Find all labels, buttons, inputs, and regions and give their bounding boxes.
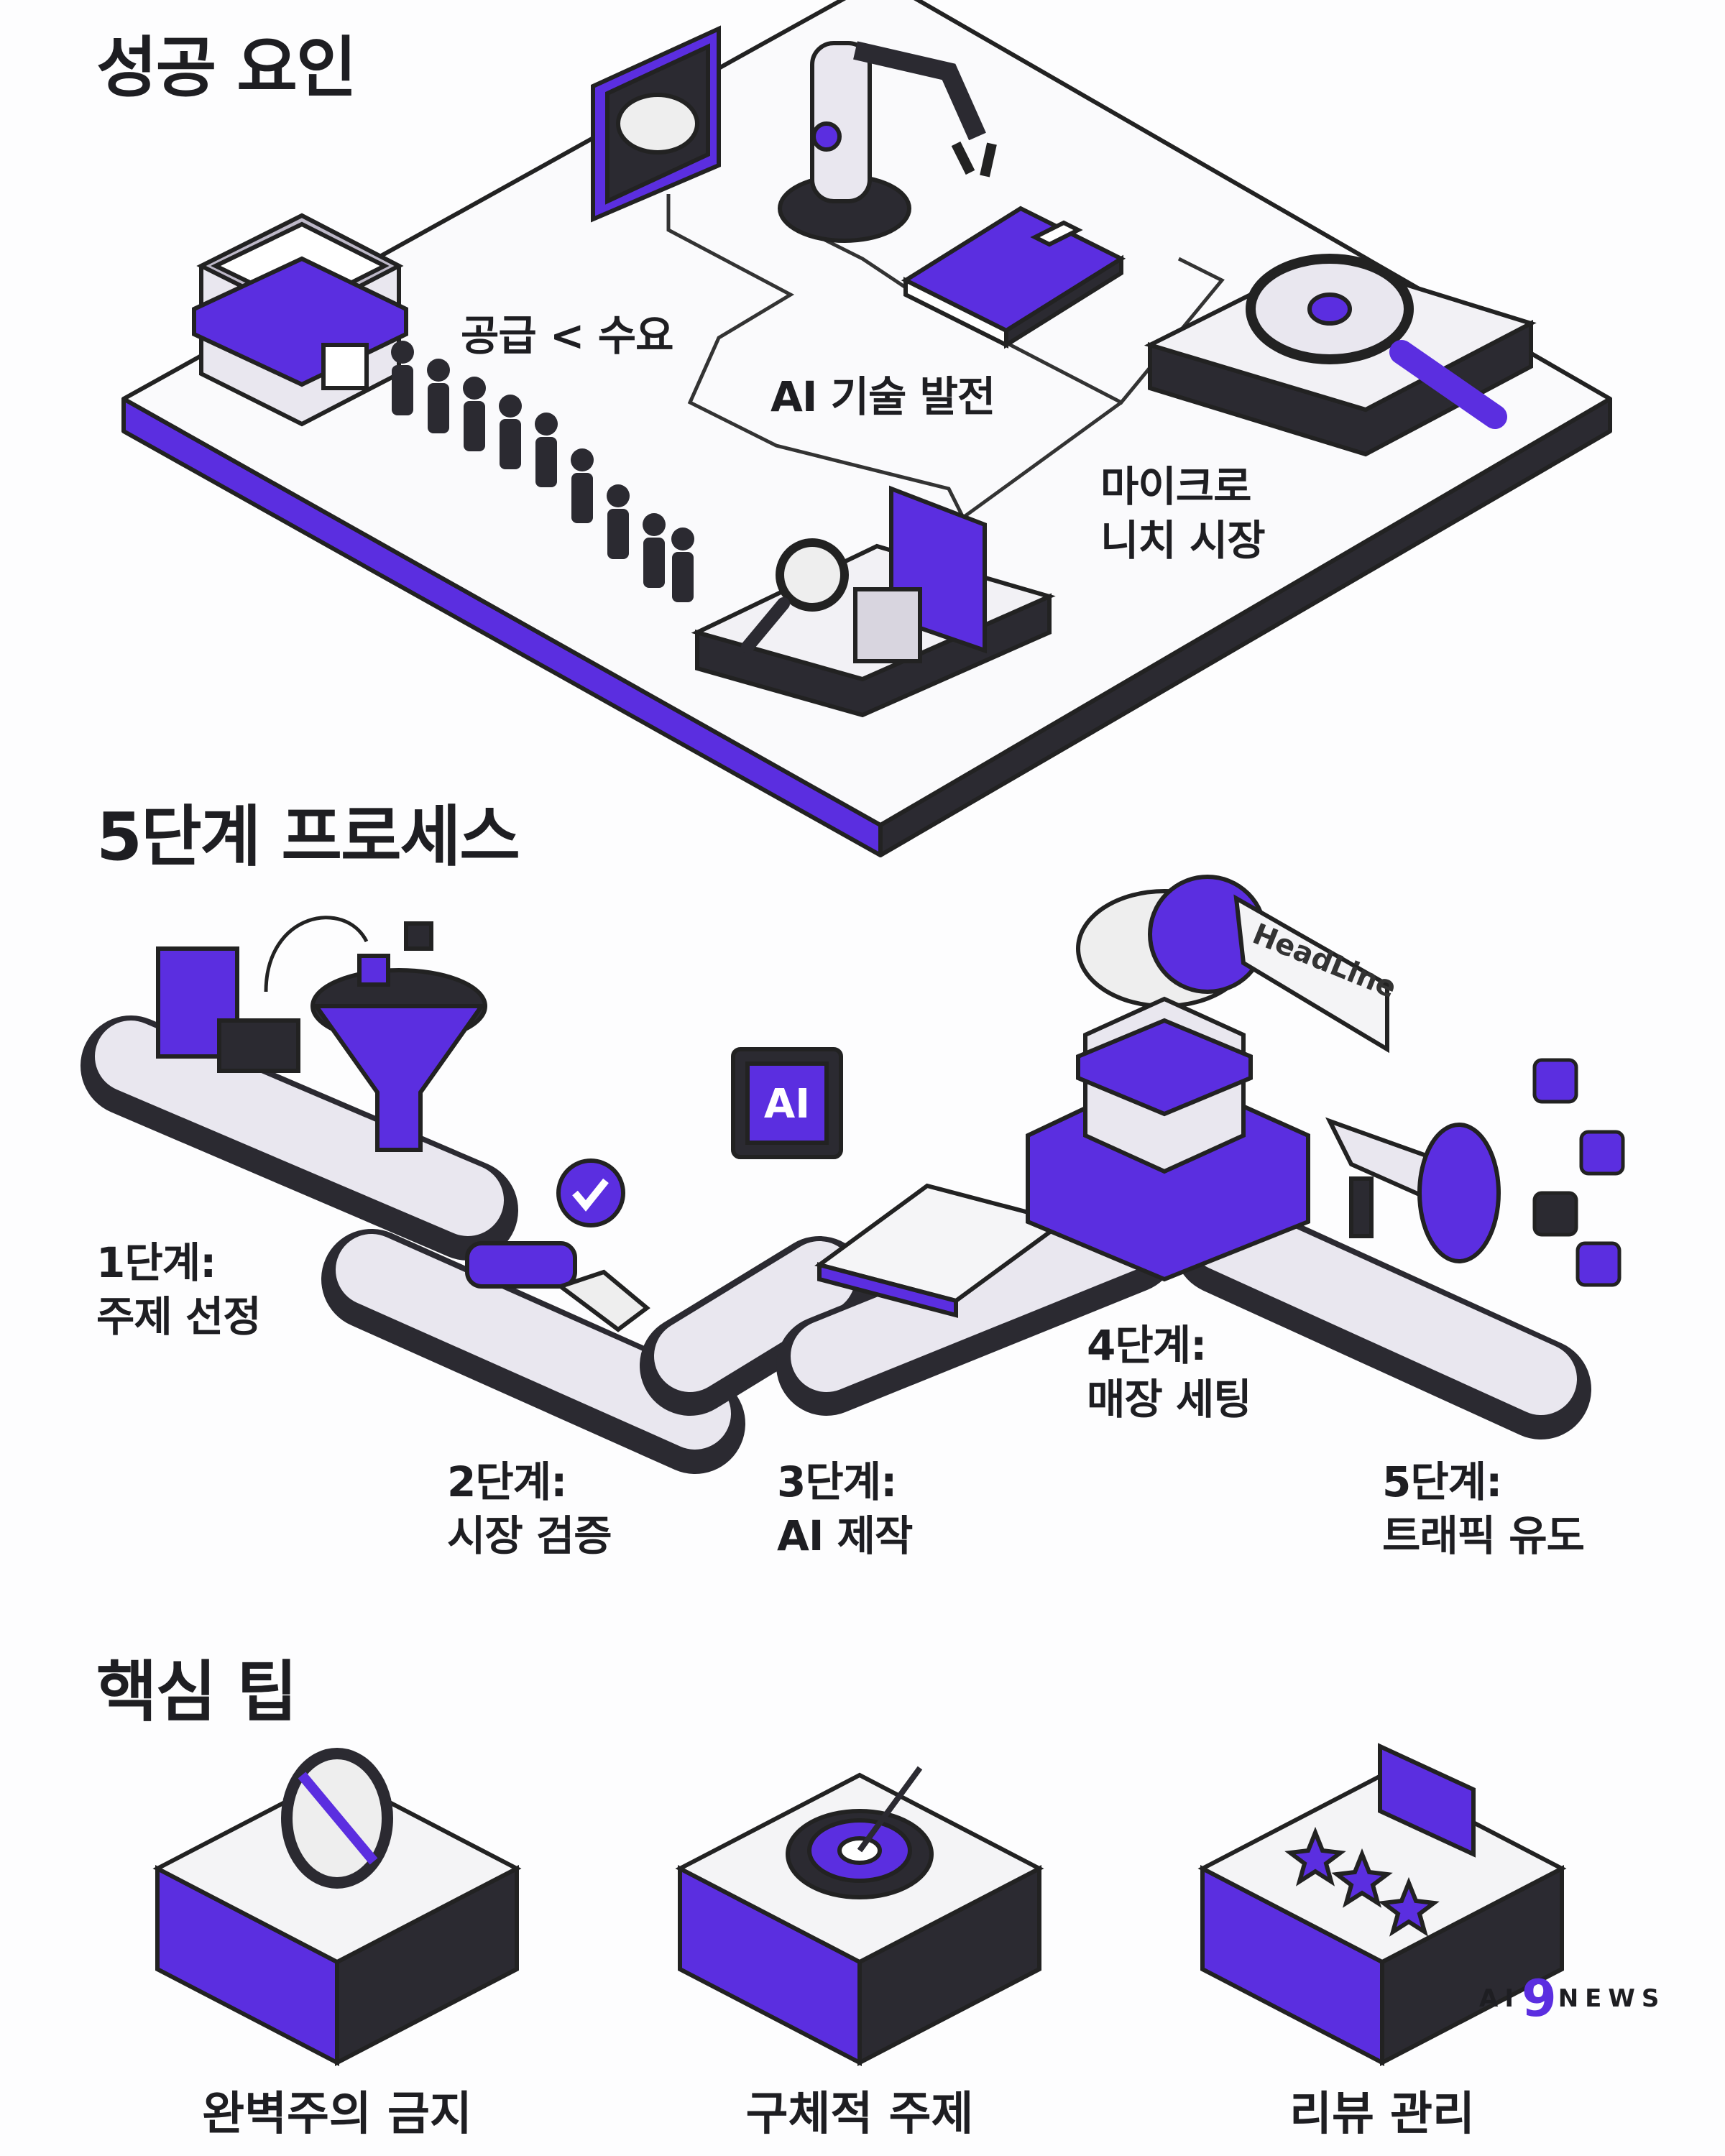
conveyor-belts bbox=[80, 1015, 1591, 1474]
tip-block-review-management bbox=[1197, 1743, 1567, 2066]
tip-label: 완벽주의 금지 bbox=[202, 2088, 472, 2141]
tip-label: 리뷰 관리 bbox=[1289, 2088, 1475, 2141]
watermark-text: AI bbox=[1479, 1984, 1520, 2013]
step-1-label: 1단계: 주제 선정 bbox=[96, 1236, 262, 1345]
instagram-icon bbox=[1579, 1130, 1625, 1176]
tip-block-specific-topic bbox=[675, 1766, 1044, 2066]
section-title-tips: 핵심 팁 bbox=[96, 1654, 298, 1731]
step-number: 2단계: bbox=[447, 1457, 567, 1506]
step-name: 트래픽 유도 bbox=[1382, 1511, 1585, 1561]
lock-search-icon bbox=[691, 485, 1056, 718]
step-3-label: 3단계: AI 제작 bbox=[777, 1455, 913, 1564]
watermark-nine: 9 bbox=[1521, 1969, 1557, 2028]
step-2-label: 2단계: 시장 검증 bbox=[447, 1455, 612, 1564]
watermark-logo: AI 9 NEWS bbox=[1479, 1969, 1665, 2028]
online-store-icon: HeadLine bbox=[1026, 875, 1401, 1282]
book-icon bbox=[901, 206, 1126, 349]
robot-arm-icon bbox=[778, 41, 997, 243]
star-icon bbox=[1378, 1876, 1440, 1937]
social-icons bbox=[1532, 1058, 1625, 1287]
label-ai-tech: AI 기술 발전 bbox=[770, 372, 995, 421]
tip-block-no-perfectionism bbox=[152, 1748, 522, 2066]
megaphone-icon bbox=[1325, 1117, 1501, 1263]
step-number: 4단계: bbox=[1087, 1321, 1207, 1370]
connector-lines bbox=[666, 194, 1225, 520]
label-line: 니치 시장 bbox=[1100, 516, 1266, 566]
watermark-text: NEWS bbox=[1558, 1984, 1666, 2013]
step-number: 1단계: bbox=[96, 1238, 216, 1287]
step-4-label: 4단계: 매장 세팅 bbox=[1087, 1319, 1252, 1427]
facebook-icon bbox=[1532, 1058, 1578, 1104]
star-icon bbox=[1284, 1826, 1346, 1886]
star-icon bbox=[1331, 1848, 1393, 1908]
step-name: AI 제작 bbox=[777, 1511, 913, 1561]
headline-sign: HeadLine bbox=[1233, 894, 1401, 1054]
funnel-icon bbox=[156, 916, 487, 1152]
tip-label: 구체적 주제 bbox=[745, 2088, 974, 2141]
niche-magnifier-icon bbox=[1144, 254, 1537, 457]
svg-text:AI: AI bbox=[764, 1081, 810, 1128]
brain-icon bbox=[591, 25, 721, 223]
twitter-icon bbox=[1532, 1191, 1578, 1237]
label-micro-niche: 마이크로 니치 시장 bbox=[1100, 460, 1266, 568]
linkedin-icon bbox=[1576, 1241, 1622, 1287]
step-number: 3단계: bbox=[777, 1457, 897, 1506]
label-line: 마이크로 bbox=[1100, 462, 1251, 511]
step-number: 5단계: bbox=[1382, 1457, 1502, 1506]
step-name: 매장 세팅 bbox=[1087, 1375, 1252, 1424]
section-title-success-factors: 성공 요인 bbox=[96, 29, 357, 106]
ai-chip-icon: AI bbox=[731, 1047, 1069, 1318]
people-queue-icon bbox=[391, 341, 694, 602]
review-bubble-icon bbox=[1378, 1743, 1476, 1858]
validation-icon bbox=[465, 1158, 650, 1332]
step-name: 시장 검증 bbox=[447, 1511, 612, 1561]
label-supply-demand: 공급 < 수요 bbox=[461, 311, 673, 360]
section-title-process: 5단계 프로세스 bbox=[96, 798, 520, 875]
step-5-label: 5단계: 트래픽 유도 bbox=[1382, 1455, 1585, 1564]
step-name: 주제 선정 bbox=[96, 1292, 262, 1342]
